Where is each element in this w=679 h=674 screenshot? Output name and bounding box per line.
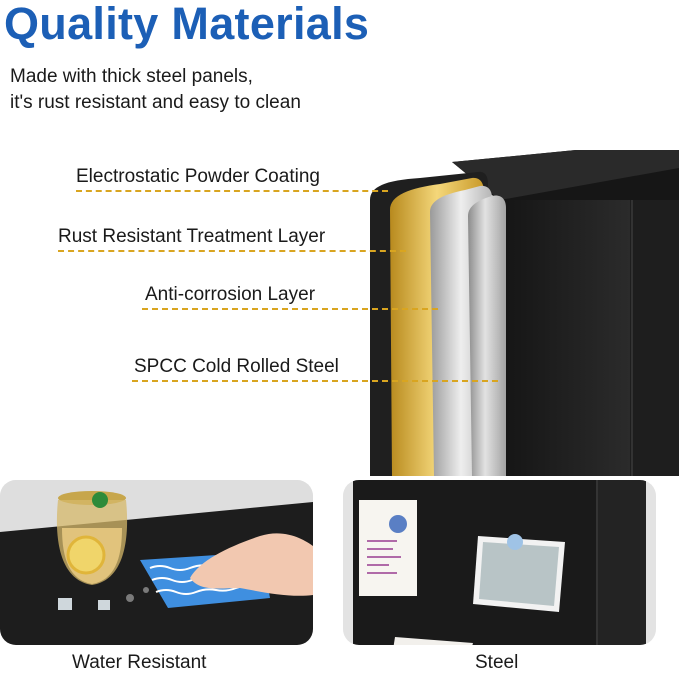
subtitle-line-2: it's rust resistant and easy to clean	[10, 92, 301, 113]
layer-label-rust-resistant: Rust Resistant Treatment Layer	[58, 226, 326, 247]
caption-water-resistant: Water Resistant	[72, 652, 207, 673]
layer-label-powder-coating: Electrostatic Powder Coating	[76, 166, 320, 187]
leader-line-powder-coating	[76, 190, 388, 192]
water-resistant-illustration	[0, 480, 313, 645]
cabinet-cutaway-illustration	[370, 150, 679, 476]
water-resistant-photo	[0, 480, 313, 645]
page-title: Quality Materials	[4, 0, 370, 49]
leader-line-anti-corrosion	[142, 308, 438, 310]
leader-line-cold-rolled-steel	[132, 380, 498, 382]
subtitle-line-1: Made with thick steel panels,	[10, 66, 253, 87]
layer-label-cold-rolled-steel: SPCC Cold Rolled Steel	[134, 356, 339, 377]
layer-label-anti-corrosion: Anti-corrosion Layer	[145, 284, 316, 305]
leader-line-rust-resistant	[58, 250, 406, 252]
steel-illustration	[343, 480, 656, 645]
subtitle: Made with thick steel panels, it's rust …	[10, 64, 301, 116]
caption-steel: Steel	[475, 652, 519, 673]
steel-magnetic-photo	[343, 480, 656, 645]
